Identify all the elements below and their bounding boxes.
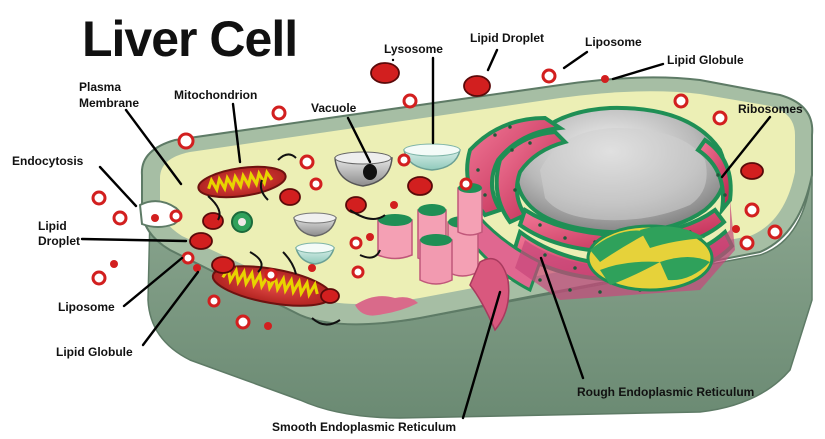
liposome bbox=[769, 226, 781, 238]
liposome bbox=[404, 95, 416, 107]
label-mitochondrion: Mitochondrion bbox=[174, 88, 257, 102]
liposome bbox=[399, 155, 409, 165]
diagram-title: Liver Cell bbox=[82, 11, 297, 67]
lipid-droplet bbox=[212, 257, 234, 273]
lysosome-cup-mid-rim bbox=[294, 213, 336, 223]
lipid-globule bbox=[193, 264, 201, 272]
vacuole-rim bbox=[335, 152, 391, 164]
label-lipid-droplet-top: Lipid Droplet bbox=[470, 31, 544, 45]
liposome bbox=[741, 237, 753, 249]
smooth-er-tube-5 bbox=[420, 240, 452, 284]
liposome bbox=[311, 179, 321, 189]
lipid-globule bbox=[390, 201, 398, 209]
label-lipid-droplet-left-line1: Lipid bbox=[38, 219, 67, 233]
liposome bbox=[93, 192, 105, 204]
liposome bbox=[351, 238, 361, 248]
liposome bbox=[353, 267, 363, 277]
label-smooth-er: Smooth Endoplasmic Reticulum bbox=[272, 420, 456, 434]
label-rough-er: Rough Endoplasmic Reticulum bbox=[577, 385, 754, 399]
lipid-globule bbox=[601, 75, 609, 83]
lysosome-cup-low-rim bbox=[296, 243, 334, 253]
lipid-globule bbox=[110, 260, 118, 268]
peroxisome-core bbox=[238, 218, 246, 226]
liposome bbox=[273, 107, 285, 119]
label-lipid-globule-left: Lipid Globule bbox=[56, 345, 133, 359]
liposome bbox=[171, 211, 181, 221]
vacuole-core bbox=[363, 164, 377, 180]
liposome bbox=[266, 270, 276, 280]
label-liposome-left: Liposome bbox=[58, 300, 115, 314]
lipid-globule bbox=[264, 322, 272, 330]
lipid-globule bbox=[366, 233, 374, 241]
liposome bbox=[237, 316, 249, 328]
lipid-globule bbox=[151, 214, 159, 222]
smooth-er-tube-4 bbox=[458, 188, 482, 235]
lipid-globule bbox=[732, 225, 740, 233]
liposome bbox=[746, 204, 758, 216]
leader-line-lipid-droplet-top bbox=[488, 50, 497, 70]
lipid-droplet bbox=[408, 177, 432, 195]
label-liposome-top: Liposome bbox=[585, 35, 642, 49]
label-ribosomes: Ribosomes bbox=[738, 102, 803, 116]
label-lysosome: Lysosome bbox=[384, 42, 443, 56]
liposome bbox=[675, 95, 687, 107]
liposome bbox=[183, 253, 193, 263]
label-plasma-membrane-line2: Membrane bbox=[79, 96, 139, 110]
liposome bbox=[209, 296, 219, 306]
liposome bbox=[114, 212, 126, 224]
smooth-er-tube-5-top bbox=[420, 234, 452, 246]
lipid-globule bbox=[308, 264, 316, 272]
lipid-droplet bbox=[321, 289, 339, 303]
liposome bbox=[714, 112, 726, 124]
liposome bbox=[179, 134, 193, 148]
leader-line-liposome-top bbox=[564, 52, 587, 68]
lipid-droplet bbox=[371, 63, 399, 83]
lysosome-cup-top-rim bbox=[404, 144, 460, 156]
smooth-er-tube-2-top bbox=[418, 204, 446, 216]
label-vacuole: Vacuole bbox=[311, 101, 357, 115]
label-plasma-membrane-line1: Plasma bbox=[79, 80, 121, 94]
golgi-apparatus bbox=[588, 226, 712, 290]
lipid-droplet bbox=[280, 189, 300, 205]
liposome bbox=[301, 156, 313, 168]
liposome bbox=[543, 70, 555, 82]
lipid-droplet bbox=[190, 233, 212, 249]
label-lipid-droplet-left-line2: Droplet bbox=[38, 234, 80, 248]
label-lipid-globule-top: Lipid Globule bbox=[667, 53, 744, 67]
peroxisome bbox=[232, 212, 252, 232]
lipid-droplet bbox=[464, 76, 490, 96]
lipid-droplet bbox=[346, 197, 366, 213]
liposome bbox=[93, 272, 105, 284]
liposome bbox=[461, 179, 471, 189]
lipid-droplet bbox=[741, 163, 763, 179]
label-endocytosis: Endocytosis bbox=[12, 154, 84, 168]
